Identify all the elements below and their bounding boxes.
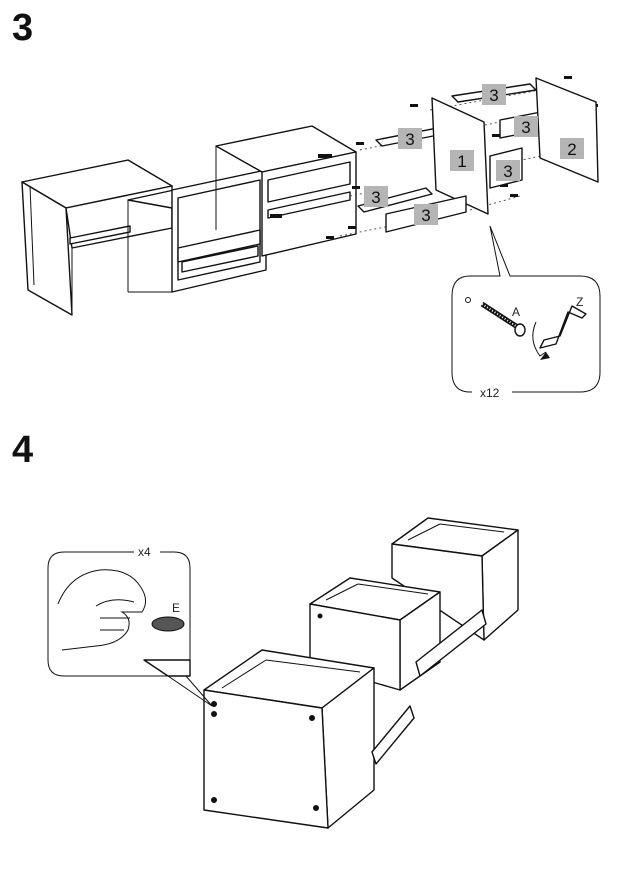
part-tag: 3 [482,84,506,105]
step4-pad-callout: x4 E [47,545,213,707]
quantity-label: x4 [138,545,151,559]
screw-icon [465,297,526,337]
step3-screw-callout: A Z x12 [451,225,601,400]
svg-text:3: 3 [421,206,430,225]
svg-text:3: 3 [521,118,530,137]
tool-label-z: Z [576,295,583,309]
quantity-label: x12 [480,386,500,400]
part-tag: 3 [414,204,438,225]
panel-corner [143,659,191,677]
part-tag: 1 [450,150,474,171]
felt-pad-icon [151,616,185,632]
svg-text:1: 1 [457,152,466,171]
step3-part-tags: 3 3 3 1 3 3 3 2 [364,84,584,225]
part-tag: 3 [398,128,422,149]
hand-icon [57,569,146,651]
svg-text:3: 3 [371,188,380,207]
part-tag: 2 [560,138,584,159]
part-tag: 3 [364,186,388,207]
step4-assembled-unit [203,517,519,829]
svg-text:3: 3 [405,130,414,149]
part-tag: 3 [496,160,520,181]
svg-text:2: 2 [567,140,576,159]
hardware-label-e: E [172,601,180,615]
step-3-number: 3 [12,7,33,49]
svg-text:3: 3 [489,86,498,105]
step-4-number: 4 [12,429,33,471]
allen-key-icon [532,305,587,360]
svg-text:3: 3 [503,162,512,181]
hardware-label-a: A [512,305,520,319]
step3-partial-assembly [21,125,357,316]
part-tag: 3 [514,116,538,137]
